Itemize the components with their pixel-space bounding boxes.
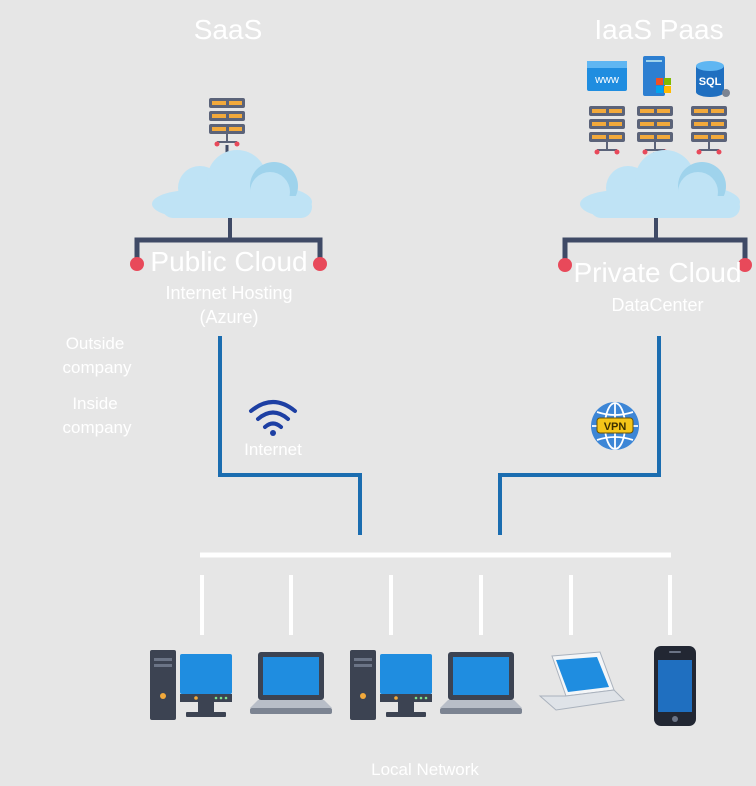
private-cloud-title: Private Cloud <box>573 257 742 288</box>
inside-company-label-line1: Inside <box>72 394 118 413</box>
white-laptop-icon <box>538 651 626 711</box>
cloud-icon <box>152 150 312 218</box>
internet-label: Internet <box>244 440 302 459</box>
vpn-globe-icon: VPN <box>591 402 639 450</box>
saas-heading: SaaS <box>193 14 263 45</box>
internet-link-line <box>218 336 362 535</box>
outside-company-label-line1: Outside <box>65 334 125 353</box>
laptop-icon <box>250 652 332 714</box>
svg-text:SQL: SQL <box>699 76 722 88</box>
private-cloud-connector <box>558 218 752 272</box>
public-cloud-title: Public Cloud <box>150 246 308 277</box>
public-cloud-azure-label: (Azure) <box>199 307 259 327</box>
svg-text:VPN: VPN <box>604 421 627 433</box>
desktop-pc-icon <box>350 650 432 720</box>
server-rack-icon <box>588 105 626 156</box>
wifi-icon <box>249 400 297 436</box>
server-rack-icon <box>636 105 674 156</box>
sql-database-icon: SQL <box>696 61 730 97</box>
laptop-icon <box>440 652 522 714</box>
desktop-pc-icon <box>150 650 232 720</box>
server-rack-icon <box>690 105 728 156</box>
svg-text:www: www <box>594 74 619 86</box>
cloud-icon <box>580 150 740 218</box>
local-network-label: Local Network <box>371 760 479 779</box>
server-rack-icon <box>208 97 246 148</box>
inside-company-label-line2: company <box>62 418 132 437</box>
private-cloud-datacenter-label: DataCenter <box>611 295 704 315</box>
public-cloud-hosting-label: Internet Hosting <box>165 283 293 303</box>
outside-company-label-line2: company <box>62 358 132 377</box>
iaas-paas-heading: IaaS Paas <box>594 14 724 45</box>
windows-server-icon <box>643 56 671 96</box>
public-cloud-connector <box>130 218 327 271</box>
smartphone-icon <box>654 646 696 726</box>
vpn-link-line <box>498 336 661 535</box>
web-server-icon: www <box>587 61 627 91</box>
lan-drop-lines <box>200 575 672 635</box>
